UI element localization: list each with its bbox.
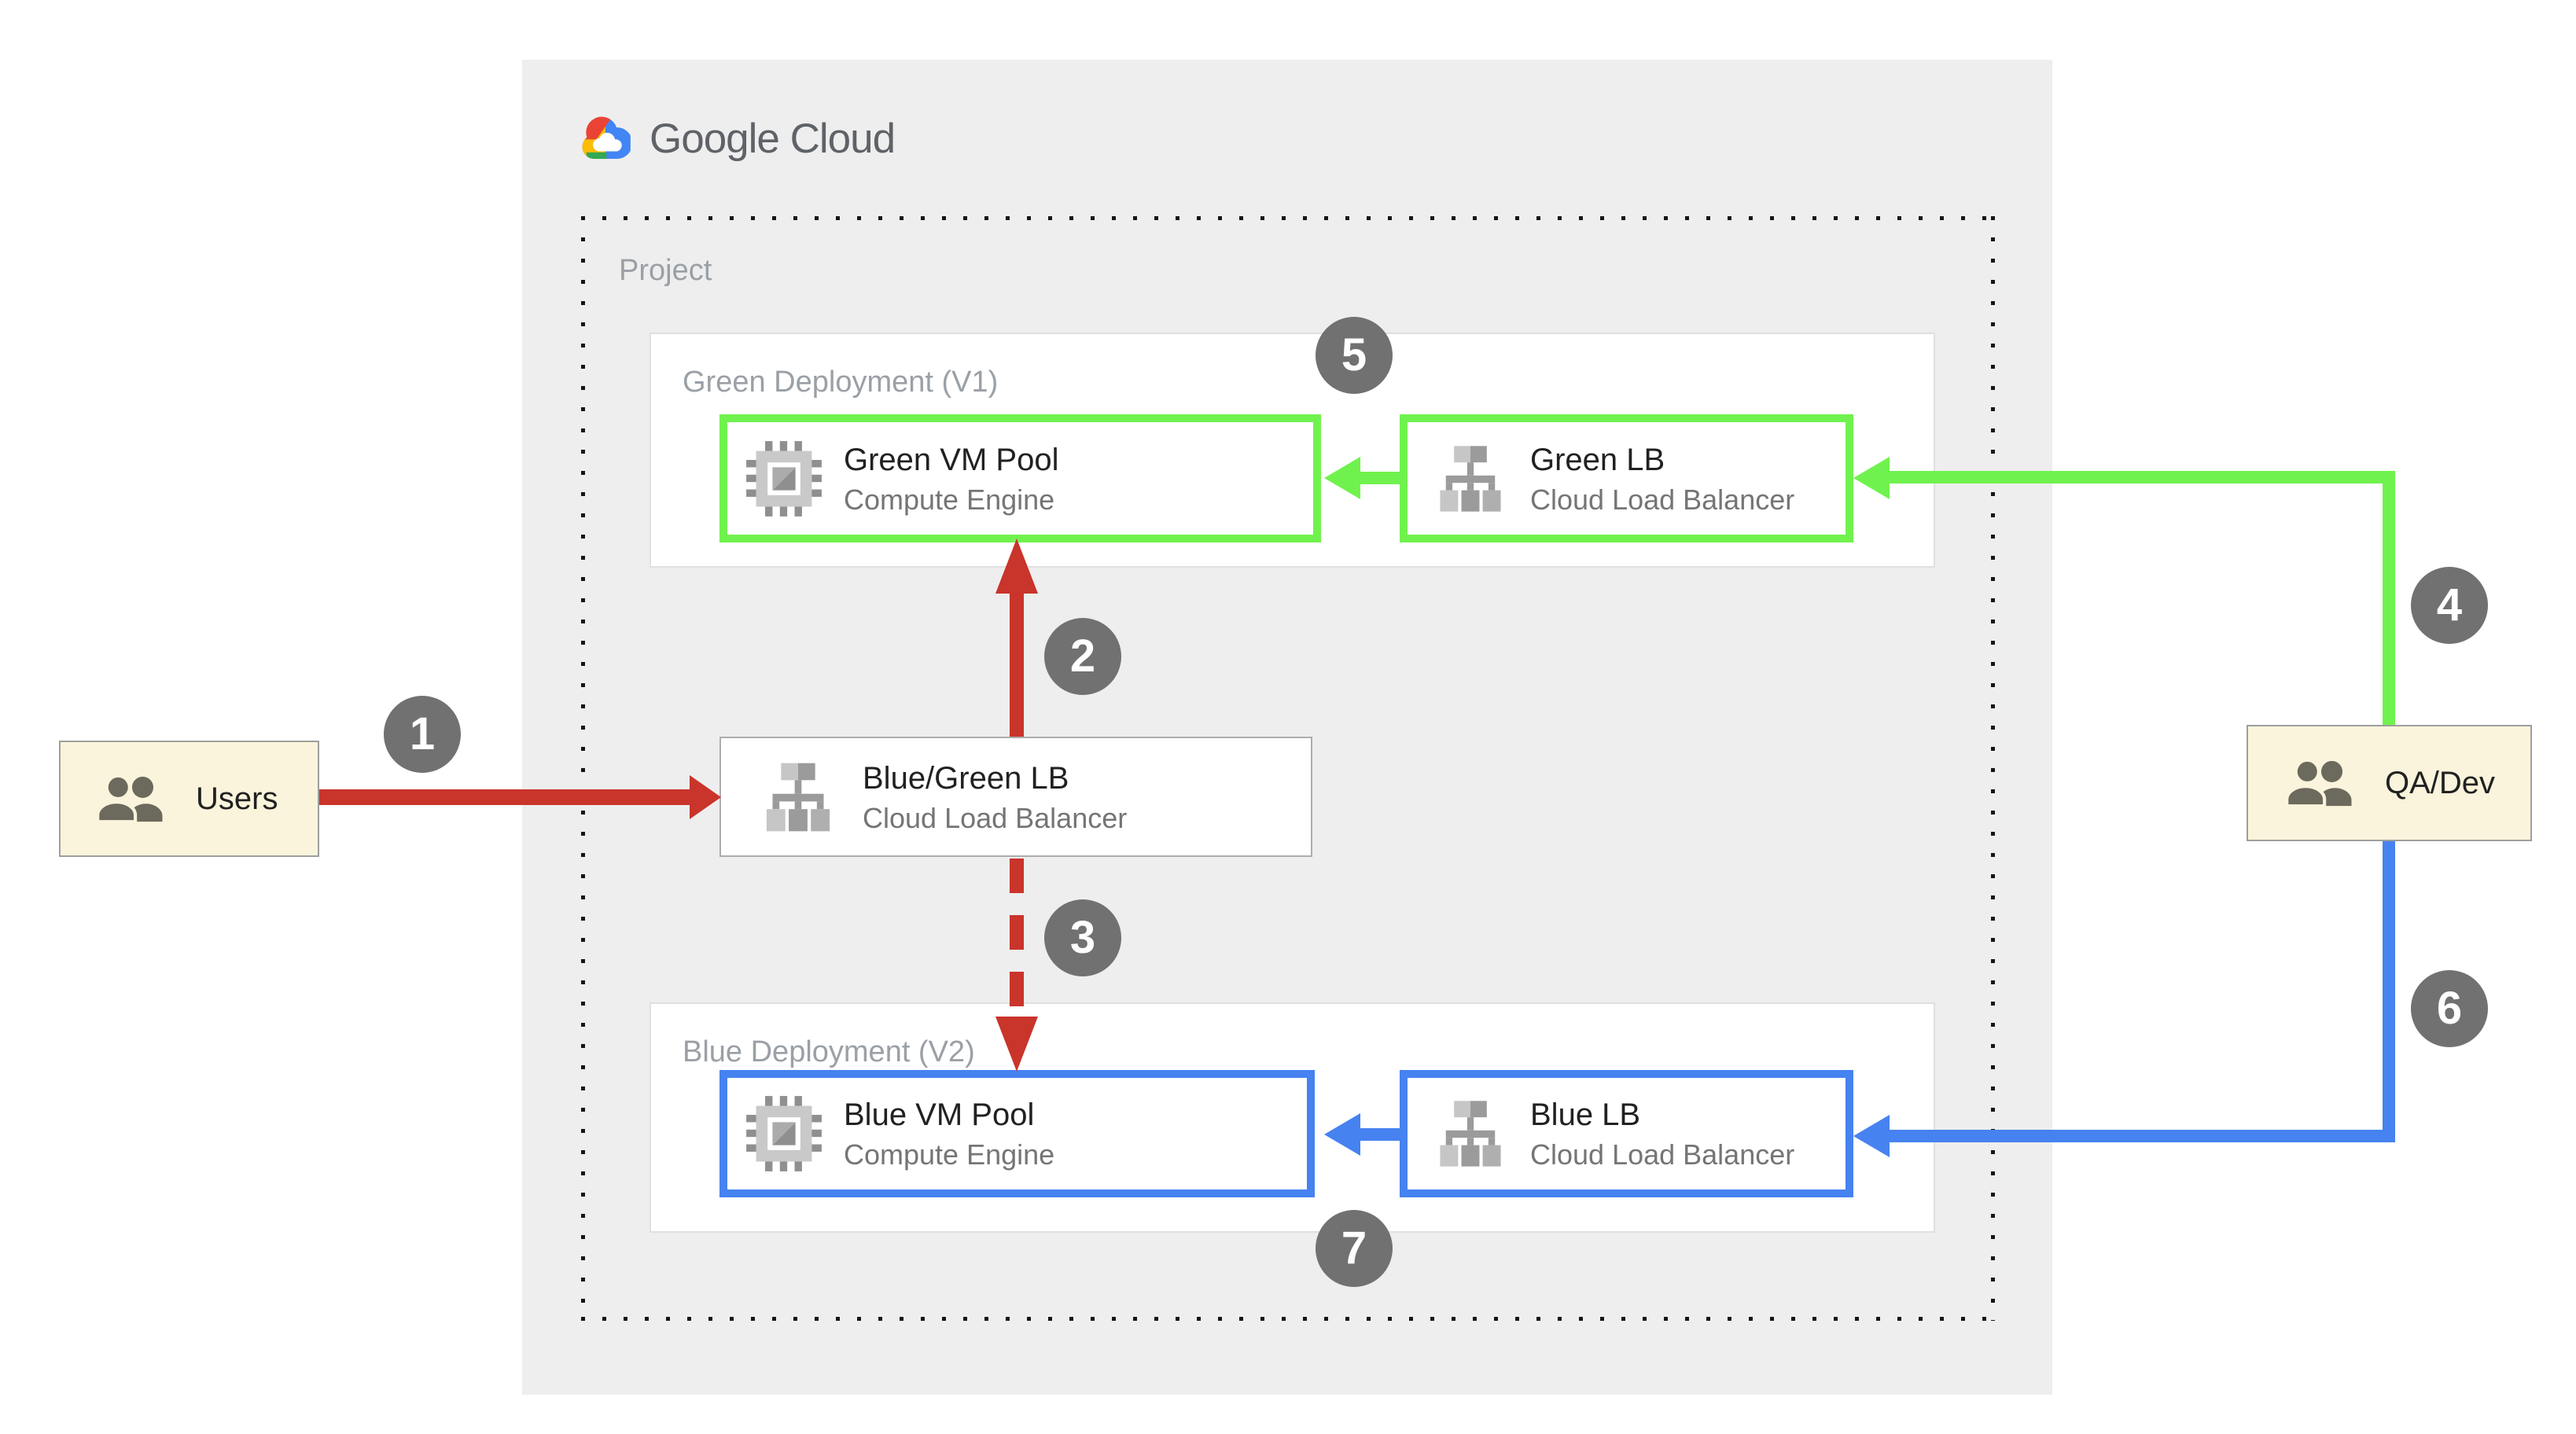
node-subtitle: Cloud Load Balancer — [863, 801, 1128, 834]
bluegreen-lb-to-green-vm-arrow — [1010, 592, 1024, 737]
qa-dev-to-green-lb-arrow-vertical — [2383, 471, 2395, 725]
load-balancer-icon — [1440, 445, 1501, 512]
google-cloud-logo: Google Cloud — [580, 114, 911, 163]
step-badge-5: 5 — [1316, 317, 1393, 394]
node-subtitle: Cloud Load Balancer — [1530, 1138, 1795, 1171]
users-label: Users — [196, 781, 278, 816]
blue-lb-to-blue-vm-arrow — [1357, 1128, 1401, 1141]
step-badge-3: 3 — [1044, 899, 1121, 976]
google-cloud-wordmark: Google Cloud — [650, 115, 896, 162]
node-title: Green VM Pool — [844, 442, 1059, 477]
qa-dev-to-blue-lb-arrow-horizontal — [1887, 1130, 2395, 1142]
arrow-head-left — [1853, 1115, 1890, 1157]
blue-deployment-label: Blue Deployment (V2) — [683, 1035, 975, 1068]
arrow-head-left — [1324, 1113, 1360, 1156]
project-label: Project — [619, 254, 712, 287]
arrow-head-right — [690, 775, 721, 819]
users-icon — [2285, 758, 2352, 808]
node-title: Blue VM Pool — [844, 1098, 1035, 1132]
green-lb-to-green-vm-arrow — [1357, 472, 1401, 484]
step-badge-2: 2 — [1044, 618, 1121, 695]
qa-dev-to-blue-lb-arrow-vertical — [2383, 841, 2395, 1142]
users-node: Users — [59, 741, 319, 857]
bluegreen-lb-to-blue-vm-dashed-arrow — [1010, 859, 1024, 1018]
node-title: Blue LB — [1530, 1098, 1641, 1132]
blue-vm-pool-node: Blue VM Pool Compute Engine — [719, 1070, 1315, 1197]
node-title: Blue/Green LB — [863, 760, 1069, 796]
node-title: Green LB — [1530, 442, 1665, 477]
qa-dev-node: QA/Dev — [2247, 725, 2532, 841]
users-to-bluegreen-lb-arrow — [319, 789, 690, 805]
google-cloud-icon — [582, 116, 631, 160]
green-deployment-label: Green Deployment (V1) — [683, 366, 999, 399]
arrow-head-left — [1853, 457, 1890, 499]
step-badge-1: 1 — [384, 696, 461, 773]
step-badge-7: 7 — [1316, 1210, 1393, 1287]
node-subtitle: Cloud Load Balancer — [1530, 483, 1795, 516]
load-balancer-icon — [766, 763, 830, 831]
blue-lb-node: Blue LB Cloud Load Balancer — [1400, 1070, 1853, 1197]
blue-green-lb-node: Blue/Green LB Cloud Load Balancer — [719, 737, 1312, 857]
node-subtitle: Compute Engine — [844, 483, 1055, 516]
arrow-head-left — [1324, 457, 1360, 499]
green-vm-pool-node: Green VM Pool Compute Engine — [719, 414, 1321, 542]
load-balancer-icon — [1440, 1101, 1501, 1167]
qa-dev-label: QA/Dev — [2385, 765, 2496, 800]
step-badge-6: 6 — [2411, 970, 2488, 1047]
node-subtitle: Compute Engine — [844, 1138, 1055, 1171]
qa-dev-to-green-lb-arrow-horizontal — [1887, 471, 2395, 484]
compute-engine-icon — [746, 440, 822, 517]
arrow-head-down — [995, 1017, 1038, 1072]
compute-engine-icon — [746, 1096, 822, 1171]
arrow-head-up — [995, 539, 1038, 594]
users-icon — [96, 774, 163, 824]
green-lb-node: Green LB Cloud Load Balancer — [1400, 414, 1853, 542]
step-badge-4: 4 — [2411, 567, 2488, 644]
